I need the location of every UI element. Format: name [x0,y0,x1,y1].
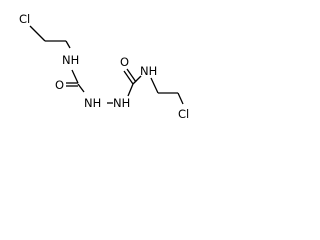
chlorine-label-top: Cl [19,12,30,26]
bond-carbonyl-nh-left [77,83,85,93]
bond-ch2-nh-top [65,40,71,49]
oxygen-label-right: O [120,55,129,69]
nh-label-left: NH [84,96,101,110]
bond-cl-ch2-top [29,25,46,42]
bond-nh-ch2-bottom [150,77,159,94]
oxygen-label-left: O [55,78,64,92]
bond-nh-carbonyl-right [127,83,134,97]
double-bond-co-right-a [123,70,134,85]
bond-ch2-cl-bottom [177,92,184,105]
chlorine-label-bottom: Cl [178,107,189,121]
nh-label-right: NH [113,96,130,110]
structure-diagram: Cl NH O NH NH O NH Cl [19,12,189,121]
bond-nh-carbonyl-left [71,69,79,84]
nh-label-bottom: NH [140,64,157,78]
bond-carbonyl-nh-bottom [132,75,142,85]
nh-label-top: NH [62,53,79,67]
double-bond-co-right-b [126,68,137,83]
